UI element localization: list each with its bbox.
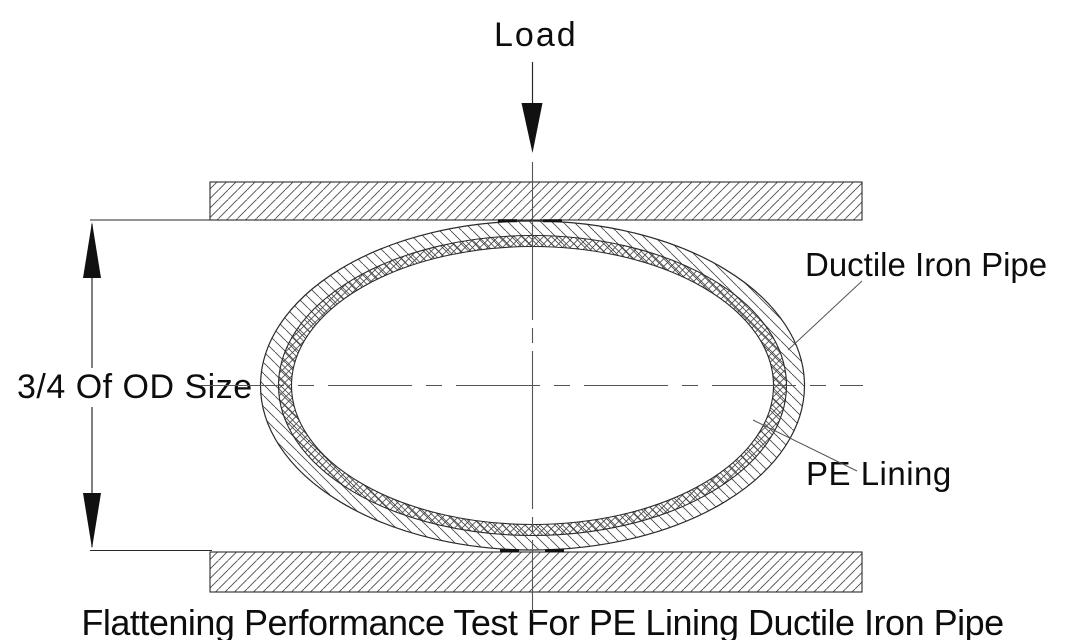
pe-lining-ring: [277, 234, 788, 537]
load-label: Load: [494, 16, 578, 54]
dimension-label: 3/4 Of OD Size: [14, 368, 256, 407]
load-arrow-icon: [521, 103, 543, 153]
pipe-bore: [290, 245, 775, 526]
pe-lining-label: PE Lining: [806, 455, 952, 492]
drawing-caption: Flattening Performance Test For PE Linin…: [81, 602, 1004, 640]
top-platen: [209, 181, 863, 221]
bottom-platen: [209, 551, 863, 593]
dimension-arrow-down-icon: [83, 493, 101, 549]
dimension-arrow-up-icon: [83, 222, 101, 278]
ductile-iron-pipe-label: Ductile Iron Pipe: [805, 246, 1048, 283]
leader-line-ductile-iron: [787, 280, 863, 351]
pipe-outer-ellipse: [259, 220, 806, 551]
contact-marks: [498, 219, 564, 553]
